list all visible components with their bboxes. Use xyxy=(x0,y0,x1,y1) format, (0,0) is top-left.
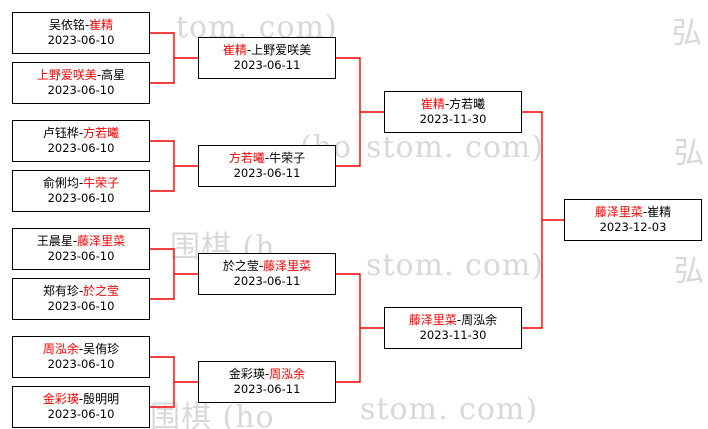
match-players: 周泓余-吴侑珍 xyxy=(43,342,119,357)
match-players: 金彩瑛-周泓余 xyxy=(229,367,305,382)
match-date: 2023-06-10 xyxy=(47,83,115,98)
match-players: 方若曦-牛荣子 xyxy=(229,151,305,166)
player-two: 於之莹 xyxy=(83,284,120,299)
player-one: 金彩瑛 xyxy=(42,392,79,407)
player-two: 周泓余 xyxy=(461,313,498,328)
player-separator: - xyxy=(246,43,252,58)
player-two: 崔精 xyxy=(647,205,672,220)
player-separator: - xyxy=(78,176,84,191)
match-date: 2023-06-10 xyxy=(47,299,115,314)
player-separator: - xyxy=(96,68,102,83)
match-players: 崔精-方若曦 xyxy=(421,97,485,112)
match-players: 上野爱咲美-高星 xyxy=(37,68,125,83)
match-date: 2023-06-11 xyxy=(233,382,301,397)
player-one: 於之莹 xyxy=(222,259,259,274)
player-separator: - xyxy=(258,259,264,274)
player-separator: - xyxy=(264,367,270,382)
match-players: 崔精-上野爱咲美 xyxy=(223,43,311,58)
match-date: 2023-06-11 xyxy=(233,58,301,73)
player-one: 金彩瑛 xyxy=(228,367,265,382)
player-separator: - xyxy=(444,97,450,112)
match-players: 俞俐均-牛荣子 xyxy=(43,176,119,191)
player-two: 高星 xyxy=(101,68,126,83)
player-two: 方若曦 xyxy=(83,126,120,141)
player-one: 藤泽里菜 xyxy=(594,205,643,220)
player-two: 殷明明 xyxy=(83,392,120,407)
player-separator: - xyxy=(78,342,84,357)
player-separator: - xyxy=(84,18,90,33)
match-players: 藤泽里菜-崔精 xyxy=(595,205,671,220)
match-date: 2023-06-10 xyxy=(47,33,115,48)
match-date: 2023-06-11 xyxy=(233,274,301,289)
player-one: 周泓余 xyxy=(42,342,79,357)
match-date: 2023-06-10 xyxy=(47,191,115,206)
player-two: 方若曦 xyxy=(449,97,486,112)
player-two: 藤泽里菜 xyxy=(77,234,126,249)
player-one: 卢钰桦 xyxy=(42,126,79,141)
player-separator: - xyxy=(78,392,84,407)
player-two: 牛荣子 xyxy=(269,151,306,166)
player-one: 方若曦 xyxy=(228,151,265,166)
player-one: 吴依铭 xyxy=(48,18,85,33)
match-date: 2023-06-10 xyxy=(47,249,115,264)
match-players: 郑有珍-於之莹 xyxy=(43,284,119,299)
player-one: 崔精 xyxy=(420,97,445,112)
match-date: 2023-11-30 xyxy=(419,112,487,127)
player-two: 崔精 xyxy=(89,18,114,33)
player-one: 上野爱咲美 xyxy=(36,68,97,83)
match-players: 吴依铭-崔精 xyxy=(49,18,113,33)
match-players: 金彩瑛-殷明明 xyxy=(43,392,119,407)
player-one: 崔精 xyxy=(222,43,247,58)
player-one: 藤泽里菜 xyxy=(408,313,457,328)
player-two: 周泓余 xyxy=(269,367,306,382)
match-date: 2023-12-03 xyxy=(599,220,667,235)
match-date: 2023-11-30 xyxy=(419,328,487,343)
player-separator: - xyxy=(78,284,84,299)
match-players: 藤泽里菜-周泓余 xyxy=(409,313,497,328)
player-separator: - xyxy=(456,313,462,328)
match-players: 於之莹-藤泽里菜 xyxy=(223,259,311,274)
match-date: 2023-06-10 xyxy=(47,407,115,422)
player-two: 吴侑珍 xyxy=(83,342,120,357)
player-one: 郑有珍 xyxy=(42,284,79,299)
player-separator: - xyxy=(264,151,270,166)
player-separator: - xyxy=(78,126,84,141)
player-one: 王晨星 xyxy=(36,234,73,249)
match-date: 2023-06-10 xyxy=(47,357,115,372)
match-date: 2023-06-10 xyxy=(47,141,115,156)
player-two: 上野爱咲美 xyxy=(251,43,312,58)
player-two: 藤泽里菜 xyxy=(263,259,312,274)
match-players: 卢钰桦-方若曦 xyxy=(43,126,119,141)
player-one: 俞俐均 xyxy=(42,176,79,191)
player-two: 牛荣子 xyxy=(83,176,120,191)
match-date: 2023-06-11 xyxy=(233,166,301,181)
player-separator: - xyxy=(72,234,78,249)
player-separator: - xyxy=(642,205,648,220)
match-players: 王晨星-藤泽里菜 xyxy=(37,234,125,249)
